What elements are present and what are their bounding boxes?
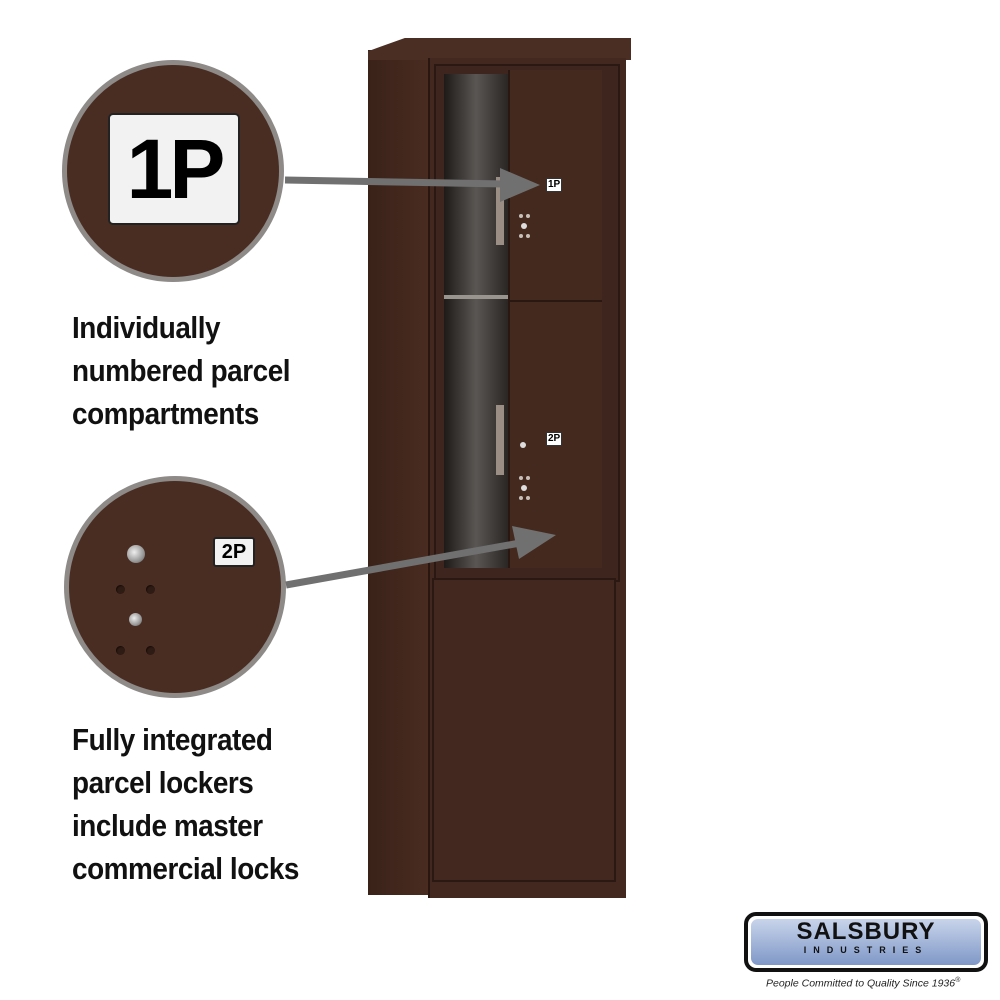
door-2p[interactable]: 2P <box>508 302 602 568</box>
rivet <box>526 476 530 480</box>
tagline-text: People Committed to Quality Since 1936 <box>766 977 956 990</box>
rivet <box>146 646 155 655</box>
hinge <box>496 177 504 245</box>
door-label-2p: 2P <box>546 432 563 446</box>
rivet <box>146 585 155 594</box>
rivet <box>526 496 530 500</box>
caption-line: Fully integrated <box>72 722 273 757</box>
lock-icon <box>520 442 526 448</box>
shelf <box>444 295 508 299</box>
caption-line: Individually <box>72 310 221 345</box>
logo-sub: INDUSTRIES <box>803 945 929 955</box>
caption-1: Individually numbered parcel compartment… <box>72 306 291 435</box>
rivet <box>519 476 523 480</box>
logo-name: SALSBURY <box>796 918 936 945</box>
caption-line: numbered parcel <box>72 353 291 388</box>
plate-text: 2P <box>221 541 247 563</box>
caption-line: parcel lockers <box>72 765 254 800</box>
rivet <box>519 234 523 238</box>
rivet <box>519 496 523 500</box>
rivet <box>519 214 523 218</box>
arrow-to-1p <box>284 168 540 202</box>
caption-line: commercial locks <box>72 851 299 886</box>
lock-icon <box>127 545 145 563</box>
salsbury-logo: SALSBURY INDUSTRIES <box>744 912 988 972</box>
lock-icon <box>521 223 527 229</box>
caption-line: compartments <box>72 396 259 431</box>
callout-1p-zoom: 1P <box>62 60 284 282</box>
lock-icon <box>521 485 527 491</box>
locker-top-cap <box>368 38 631 60</box>
lower-door[interactable] <box>432 578 616 882</box>
arrow-to-2p <box>285 526 556 589</box>
door-label-1p: 1P <box>546 178 563 192</box>
lock-icon <box>129 613 142 626</box>
rivet <box>116 646 125 655</box>
label-plate-2p: 2P <box>213 537 255 567</box>
caption-line: include master <box>72 808 263 843</box>
rivet <box>116 585 125 594</box>
caption-2: Fully integrated parcel lockers include … <box>72 718 299 890</box>
rivet <box>526 234 530 238</box>
plate-text: 1P <box>126 122 226 216</box>
rivet <box>526 214 530 218</box>
open-compartment-interior <box>444 74 508 568</box>
registered-mark: ® <box>955 977 961 984</box>
label-plate-1p: 1P <box>108 113 240 225</box>
callout-2p-zoom: 2P <box>64 476 286 698</box>
logo-tagline: People Committed to Quality Since 1936® <box>766 977 960 990</box>
hinge <box>496 405 504 475</box>
locker-side-panel <box>368 50 432 895</box>
